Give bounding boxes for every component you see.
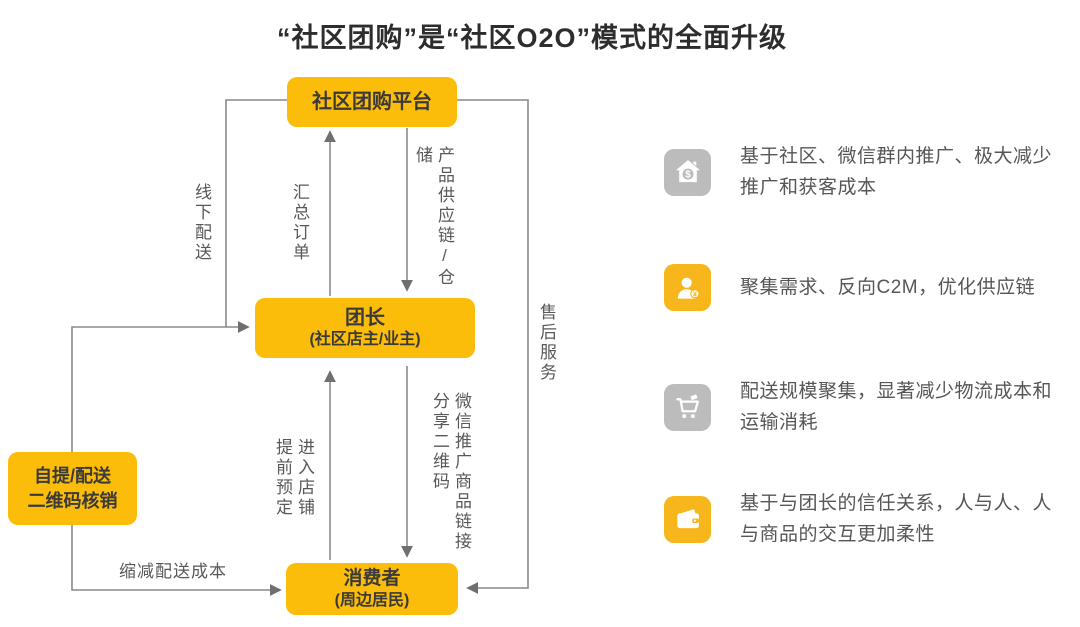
wallet-icon (664, 495, 711, 543)
edge-label-product-supply: 产品供应链/仓储 (413, 146, 454, 288)
cart-icon (664, 383, 711, 431)
edge-label-after-sales: 售后服务 (537, 303, 556, 383)
edge-label-reduce-cost: 缩减配送成本 (119, 562, 227, 581)
benefit-item: 基于与团长的信任关系，人与人、人 与商品的交互更加柔性 (664, 488, 1080, 550)
benefit-item: 配送规模聚集，显著减少物流成本和 运输消耗 (664, 376, 1080, 438)
edge-after-sales-line (457, 99, 529, 594)
benefit-text: 聚集需求、反向C2M，优化供应链 (740, 277, 1036, 298)
page-title: “社区团购”是“社区O2O”模式的全面升级 (276, 23, 788, 53)
benefit-text: 基于社区、微信群内推广、极大减少 推广和获客成本 (740, 146, 1053, 198)
node-consumer-sublabel: (周边居民) (334, 592, 410, 609)
benefit-item: $ 基于社区、微信群内推广、极大减少 推广和获客成本 (664, 141, 1080, 203)
edge-pickup-to-leader-line (71, 321, 250, 452)
svg-text:¥: ¥ (692, 289, 697, 298)
edge-reduce-cost-line (71, 525, 282, 596)
user-coin-icon: ¥ (664, 264, 711, 311)
node-consumer-label: 消费者 (343, 568, 401, 589)
edge-offline-delivery-line (225, 99, 287, 327)
node-leader-label: 团长 (345, 307, 385, 329)
edge-label-wechat-share: 微信推广商品链接分享二维码 (430, 392, 471, 552)
benefit-item: ¥ 聚集需求、反向C2M，优化供应链 (664, 264, 1080, 311)
benefit-text: 基于与团长的信任关系，人与人、人 与商品的交互更加柔性 (740, 493, 1053, 545)
node-consumer: 消费者 (周边居民) (286, 563, 458, 615)
edge-label-enter-store: 进入店铺提前预定 (273, 438, 314, 518)
benefit-text: 配送规模聚集，显著减少物流成本和 运输消耗 (740, 381, 1053, 433)
svg-text:$: $ (685, 170, 691, 181)
node-pickup-verify: 自提/配送 二维码核销 (8, 452, 137, 525)
node-platform-label: 社区团购平台 (312, 91, 432, 113)
node-leader: 团长 (社区店主/业主) (255, 298, 475, 358)
edge-label-offline-delivery: 线下配送 (192, 183, 211, 263)
edge-label-aggregate-orders: 汇总订单 (290, 183, 309, 263)
node-platform: 社区团购平台 (287, 77, 457, 127)
node-leader-sublabel: (社区店主/业主) (309, 331, 421, 348)
house-dollar-icon: $ (664, 148, 711, 196)
